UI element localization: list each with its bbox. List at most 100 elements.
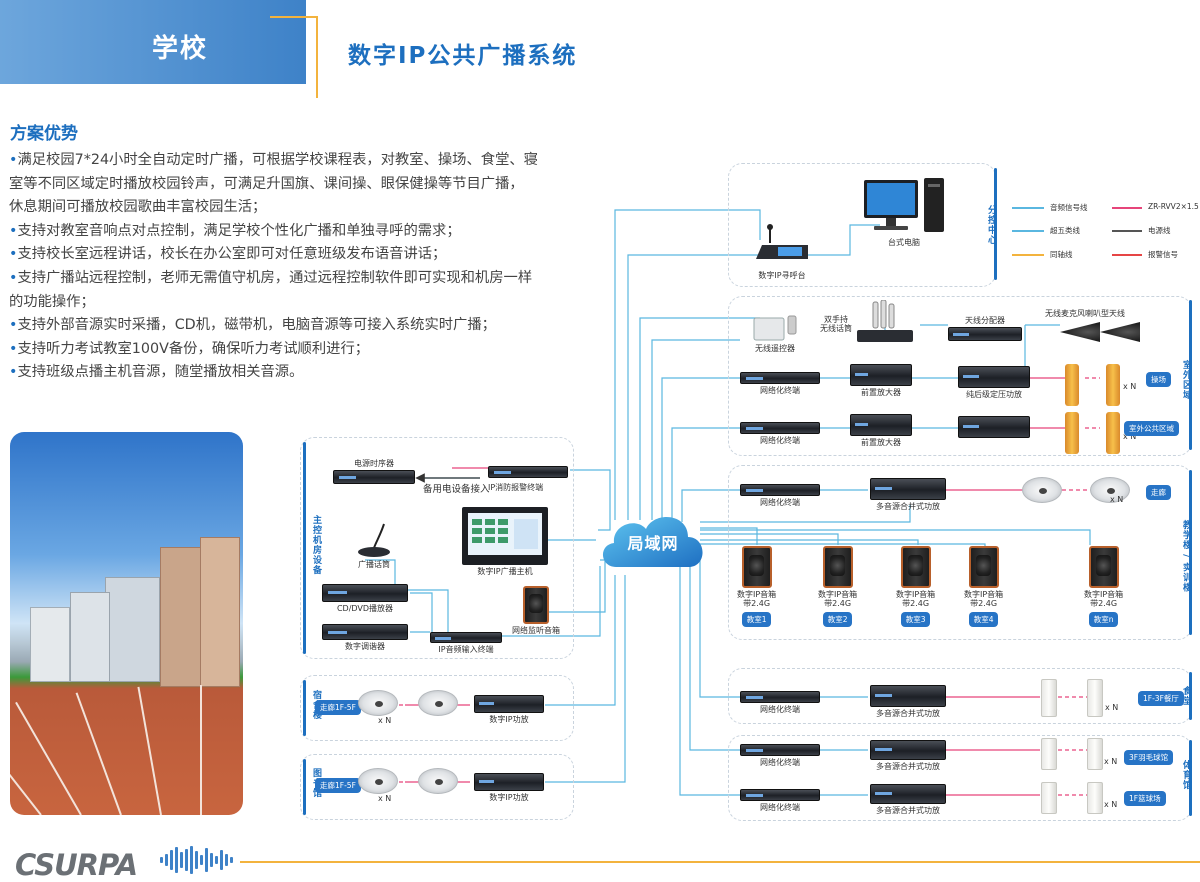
- tag-outdoor-public: 室外公共区域: [1124, 421, 1179, 436]
- group-bar: [1189, 740, 1192, 816]
- horn-antenna-caption: 无线麦克风喇叭型天线: [1045, 309, 1125, 318]
- terminal-device: [740, 372, 820, 384]
- legend-swatch: [1012, 230, 1044, 232]
- column-speaker: [1106, 412, 1120, 454]
- tag-basketball: 1F篮球场: [1124, 791, 1166, 806]
- terminal-caption: 网络化终端: [760, 803, 800, 812]
- wave-bar: [225, 854, 228, 866]
- desktop-caption: 台式电脑: [888, 238, 920, 247]
- advantage-item: 室等不同区域定时播放校园铃声，可满足升国旗、课间操、眼保健操等节目广播，: [9, 175, 524, 192]
- network-terminal-teaching: 网络化终端: [740, 484, 820, 507]
- preamp-device: [850, 364, 912, 386]
- paging-station-icon: [756, 224, 808, 259]
- column-speaker: [1106, 364, 1120, 406]
- wave-bar: [165, 854, 168, 866]
- count-label: x N: [1105, 703, 1119, 712]
- terminal-device: [740, 422, 820, 434]
- lan-label: 局域网: [627, 534, 679, 553]
- library-group: [300, 754, 574, 820]
- wall-speaker: [1041, 679, 1057, 717]
- brand-waveform-icon: [160, 846, 233, 874]
- speaker-caption: 数字IP音箱 带2.4G: [964, 590, 1004, 609]
- legend-swatch: [1112, 254, 1142, 256]
- fire-alarm-caption: IP消防报警终端: [488, 483, 544, 492]
- legend-item: 音频信号线: [1050, 203, 1088, 212]
- terminal-caption: 网络化终端: [760, 498, 800, 507]
- backup-caption: 备用电设备接入: [423, 484, 490, 495]
- desktop-computer: 台式电脑: [862, 178, 946, 247]
- speaker-caption: 数字IP音箱 带2.4G: [737, 590, 777, 609]
- column-speaker: [1065, 364, 1079, 406]
- broadcast-host-icon: [462, 507, 548, 565]
- advantage-item: 的功能操作；: [9, 293, 95, 310]
- preamp-caption: 前置放大器: [861, 388, 901, 397]
- wave-bar: [160, 857, 163, 863]
- cd-caption: CD/DVD播放器: [336, 604, 394, 613]
- paging-station: 数字IP寻呼台: [752, 223, 812, 280]
- wireless-remote: 无线遥控器: [752, 314, 798, 353]
- wall-speaker: [1087, 782, 1103, 814]
- amp-device: [870, 784, 946, 804]
- ip-speaker: [1088, 546, 1119, 588]
- terminal-caption: 网络化终端: [760, 436, 800, 445]
- power-sequencer-device: [333, 470, 415, 485]
- track-lane: [137, 686, 162, 815]
- group-bar: [303, 442, 306, 654]
- wave-bar: [200, 855, 203, 865]
- group-bar: [303, 680, 306, 736]
- legend-item: 报警信号: [1148, 250, 1178, 259]
- count-label: x N: [1104, 800, 1118, 809]
- ip-speaker: [741, 546, 772, 588]
- canteen-label: 食堂: [1181, 686, 1191, 706]
- ceiling-speaker: [418, 768, 458, 794]
- advantage-item: 满足校园7*24小时全自动定时广播，可根据学校课程表，对教室、操场、食堂、寝: [9, 149, 599, 173]
- ceiling-speaker: [1022, 477, 1062, 503]
- gym-label: 体育馆: [1181, 760, 1191, 790]
- wave-bar: [190, 846, 193, 874]
- advantage-item: 休息期间可播放校园歌曲丰富校园生活；: [9, 199, 267, 216]
- count-label: x N: [378, 794, 392, 803]
- mixer-amp-canteen: 多音源合并式功放: [870, 685, 946, 718]
- count-label: x N: [1110, 495, 1124, 504]
- advantages-title: 方案优势: [10, 124, 78, 144]
- amp-device: [870, 685, 946, 707]
- wave-bar: [180, 852, 183, 868]
- tag-badminton: 3F羽毛球馆: [1124, 750, 1174, 765]
- antenna-splitter-device: [948, 327, 1022, 342]
- tuner-caption: 数字调谐器: [345, 642, 385, 651]
- amp-caption: 多音源合并式功放: [876, 502, 940, 511]
- header-bracket-decoration: [270, 16, 318, 98]
- network-terminal-2: 网络化终端: [740, 422, 820, 445]
- count-label: x N: [1123, 382, 1137, 391]
- mixer-amp-gym-1: 多音源合并式功放: [870, 740, 946, 771]
- building: [30, 607, 70, 682]
- amp-caption: 多音源合并式功放: [876, 806, 940, 815]
- microphone-icon: [857, 300, 913, 342]
- tuner-device: [322, 624, 408, 640]
- terminal-device: [740, 691, 820, 703]
- classroom-tag: 教室n: [1088, 612, 1119, 628]
- paging-caption: 数字IP寻呼台: [758, 271, 806, 280]
- ceiling-speaker: [358, 768, 398, 794]
- building: [105, 577, 160, 682]
- track-lane: [200, 685, 202, 815]
- mixer-amp-teaching: 多音源合并式功放: [870, 478, 946, 511]
- legend-item: 电源线: [1148, 226, 1171, 235]
- building: [70, 592, 110, 682]
- network-terminal-gym-2: 网络化终端: [740, 789, 820, 812]
- amp-device: [958, 366, 1030, 388]
- tag-canteen: 1F-3F餐厅: [1138, 691, 1184, 706]
- amp-caption: 数字IP功放: [489, 715, 529, 724]
- wave-bar: [210, 853, 213, 867]
- legend-swatch: [1012, 254, 1044, 256]
- ceiling-speaker: [1090, 477, 1130, 503]
- advantage-item: 支持班级点播主机音源，随堂播放相关音源。: [9, 361, 599, 385]
- desktop-icon: [864, 178, 944, 232]
- network-monitor-speaker: 网络监听音箱: [512, 586, 560, 635]
- page-title: 数字IP公共广播系统: [348, 43, 578, 69]
- ip-amp-library: 数字IP功放: [474, 773, 544, 802]
- wave-bar: [175, 847, 178, 873]
